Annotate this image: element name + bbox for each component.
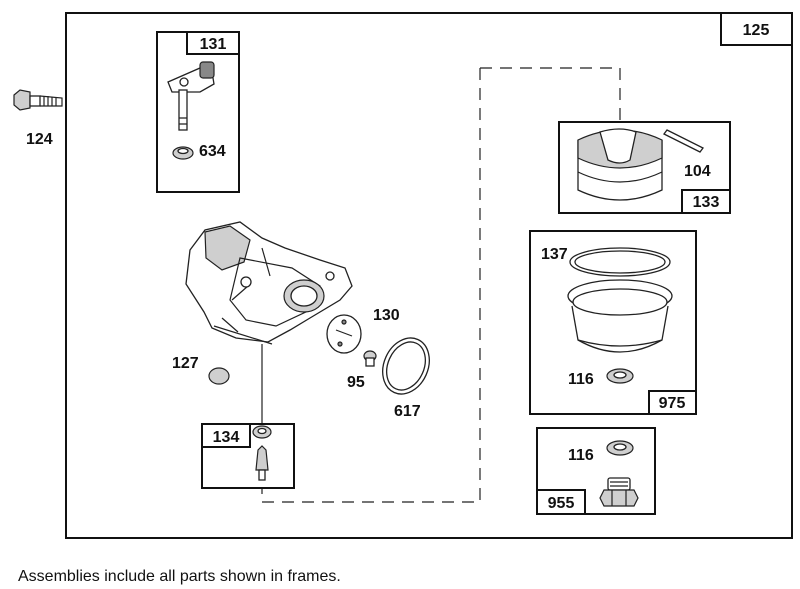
label-125: 125 xyxy=(743,22,770,39)
label-95: 95 xyxy=(347,374,365,391)
label-116-a: 116 xyxy=(568,371,594,388)
tag-134 xyxy=(201,423,251,448)
label-955: 955 xyxy=(548,495,575,512)
dashed-connector-main xyxy=(261,68,481,503)
assembly-frame-125 xyxy=(65,12,793,539)
frame-975 xyxy=(529,230,697,415)
footnote: Assemblies include all parts shown in fr… xyxy=(18,568,341,585)
float-bowl xyxy=(567,279,673,353)
frame-133 xyxy=(558,121,731,214)
choke-plate-130 xyxy=(326,314,362,354)
assembly-tag-125 xyxy=(720,12,793,46)
label-617: 617 xyxy=(394,403,421,420)
label-124: 124 xyxy=(26,131,53,148)
needle-valve-134 xyxy=(252,425,272,481)
screw-95 xyxy=(363,350,377,367)
tag-133 xyxy=(681,189,731,214)
tag-131 xyxy=(186,31,240,55)
bowl-gasket-137 xyxy=(569,247,671,277)
label-130: 130 xyxy=(373,307,400,324)
fitting-955 xyxy=(599,477,639,507)
label-137: 137 xyxy=(541,246,568,263)
label-104: 104 xyxy=(684,163,711,180)
label-127: 127 xyxy=(172,355,199,372)
hinge-pin-104 xyxy=(663,129,704,153)
label-134: 134 xyxy=(213,429,240,446)
seal-634 xyxy=(172,146,194,160)
label-131: 131 xyxy=(200,36,227,53)
frame-955 xyxy=(536,427,656,515)
bolt-124 xyxy=(13,89,63,111)
tag-975 xyxy=(648,390,697,415)
float-133 xyxy=(577,128,663,201)
label-116-b: 116 xyxy=(568,447,594,464)
label-975: 975 xyxy=(659,395,686,412)
carburetor-body xyxy=(185,221,353,345)
welch-plug-127 xyxy=(208,367,230,385)
label-634: 634 xyxy=(199,143,226,160)
frame-131 xyxy=(156,31,240,193)
o-ring-617 xyxy=(382,337,430,395)
washer-116-b xyxy=(606,440,634,456)
tag-955 xyxy=(536,489,586,515)
fuel-pickup-131 xyxy=(167,61,215,131)
label-133: 133 xyxy=(693,194,720,211)
washer-116-a xyxy=(606,368,634,384)
dashed-connector-float xyxy=(480,67,621,122)
